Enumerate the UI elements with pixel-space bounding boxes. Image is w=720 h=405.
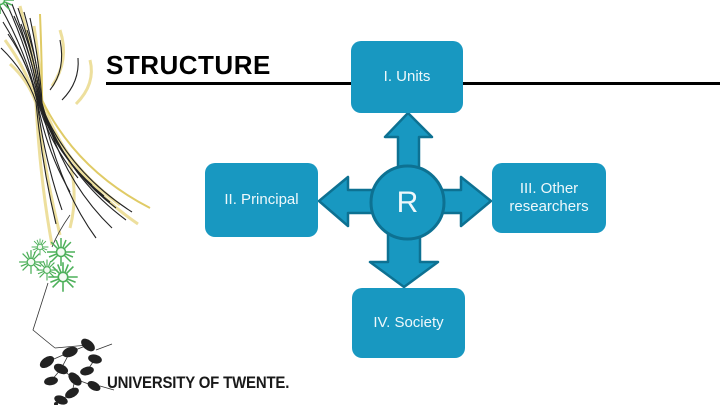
node-society-label: IV. Society bbox=[373, 314, 444, 331]
university-logo: UNIVERSITY OF TWENTE. bbox=[107, 373, 290, 392]
arrow-right-icon bbox=[439, 175, 493, 228]
node-other-researchers: III. Other researchers bbox=[492, 163, 606, 233]
neuron-art-icon bbox=[0, 0, 151, 405]
arrow-up-icon bbox=[383, 111, 434, 172]
node-units: I. Units bbox=[351, 41, 463, 113]
node-other-researchers-label: III. Other researchers bbox=[509, 180, 589, 215]
slide-title: STRUCTURE bbox=[106, 50, 271, 80]
node-society: IV. Society bbox=[352, 288, 465, 358]
node-principal: II. Principal bbox=[205, 163, 318, 237]
arrow-down-icon bbox=[368, 231, 440, 289]
hub-circle bbox=[369, 164, 446, 241]
node-units-label: I. Units bbox=[383, 68, 431, 85]
hub-label: R bbox=[396, 185, 419, 219]
node-principal-label: II. Principal bbox=[224, 191, 299, 208]
arrow-left-icon bbox=[317, 175, 378, 228]
